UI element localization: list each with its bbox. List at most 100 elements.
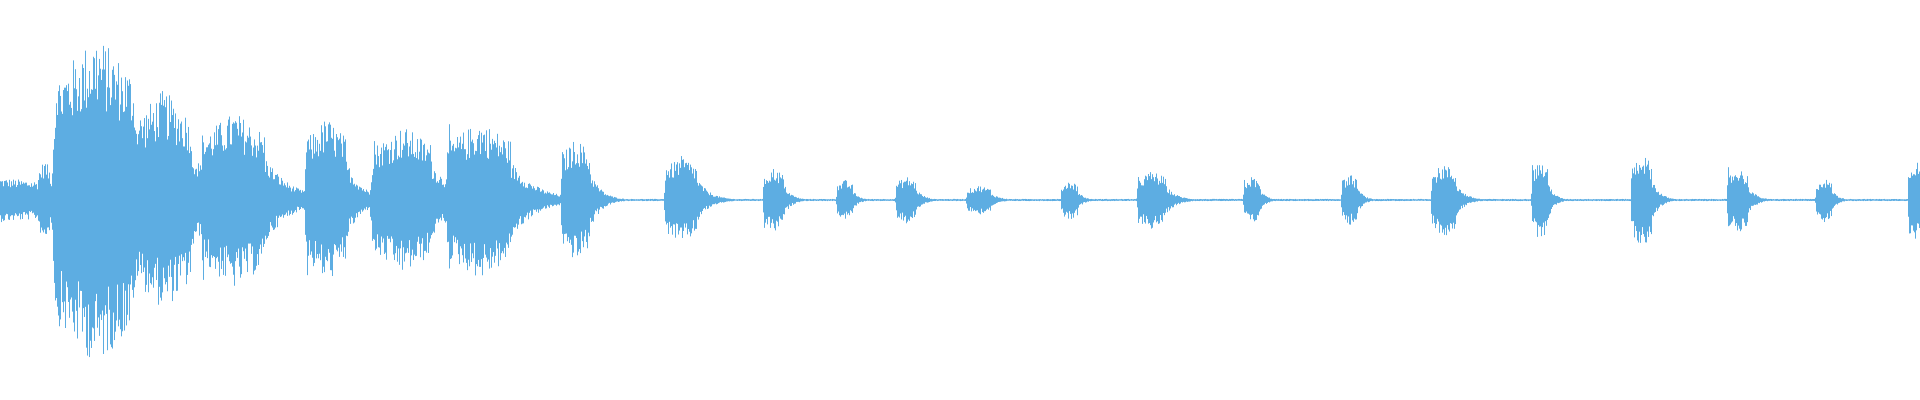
waveform-sample xyxy=(347,170,348,237)
waveform-sample xyxy=(731,199,732,202)
waveform-sample xyxy=(587,165,588,249)
waveform-sample xyxy=(1524,199,1525,201)
waveform-sample xyxy=(946,199,947,201)
waveform-sample xyxy=(1738,180,1739,226)
waveform-sample xyxy=(1562,198,1563,202)
waveform-sample xyxy=(1563,198,1564,202)
waveform-sample xyxy=(1692,198,1693,201)
waveform-sample xyxy=(1063,189,1064,213)
waveform-sample xyxy=(382,165,383,243)
waveform-sample xyxy=(422,160,423,239)
waveform-sample xyxy=(712,194,713,205)
waveform-sample xyxy=(1213,198,1214,201)
waveform-sample xyxy=(1238,198,1239,201)
waveform-sample xyxy=(441,178,442,221)
waveform-sample xyxy=(765,184,766,223)
waveform-sample xyxy=(207,147,208,259)
waveform-sample xyxy=(1003,198,1004,202)
waveform-sample xyxy=(1646,166,1647,243)
waveform-sample xyxy=(1093,199,1094,201)
waveform-sample xyxy=(771,172,772,223)
waveform-sample xyxy=(1372,199,1373,202)
waveform-sample xyxy=(1604,199,1605,201)
waveform-sample xyxy=(1543,177,1544,223)
waveform-sample xyxy=(459,142,460,265)
waveform-sample xyxy=(1261,194,1262,209)
waveform-sample xyxy=(1043,199,1044,202)
waveform-sample xyxy=(528,183,529,220)
waveform-sample xyxy=(1316,198,1317,201)
waveform-sample xyxy=(1260,189,1261,210)
waveform-sample xyxy=(734,199,735,201)
waveform-sample xyxy=(386,144,387,260)
waveform-sample xyxy=(727,198,728,202)
waveform-sample xyxy=(428,152,429,253)
waveform-sample xyxy=(427,149,428,233)
waveform-sample xyxy=(1612,199,1613,201)
waveform-sample xyxy=(321,125,322,245)
waveform-sample xyxy=(1376,198,1377,201)
waveform-sample xyxy=(782,174,783,220)
waveform-sample xyxy=(611,196,612,203)
waveform-sample xyxy=(1660,194,1661,205)
waveform-sample xyxy=(1478,198,1479,201)
waveform-sample xyxy=(745,198,746,201)
waveform-sample xyxy=(435,173,436,224)
waveform-sample xyxy=(393,160,394,255)
waveform-sample xyxy=(1641,169,1642,235)
waveform-sample xyxy=(38,180,39,221)
waveform-sample xyxy=(1781,199,1782,202)
waveform-sample xyxy=(1875,199,1876,201)
waveform-sample xyxy=(235,121,236,262)
waveform-sample xyxy=(1303,199,1304,201)
waveform-sample xyxy=(883,198,884,201)
waveform-sample xyxy=(1531,193,1532,206)
waveform-sample xyxy=(772,177,773,220)
waveform-sample xyxy=(261,142,262,254)
waveform-sample xyxy=(1467,195,1468,203)
waveform-sample xyxy=(311,149,312,252)
waveform-sample xyxy=(1178,195,1179,203)
waveform-sample xyxy=(35,184,36,218)
waveform-sample xyxy=(1501,199,1502,201)
waveform-sample xyxy=(167,139,168,292)
waveform-sample xyxy=(710,192,711,207)
waveform-sample xyxy=(624,199,625,202)
waveform-sample xyxy=(1841,198,1842,203)
waveform-sample xyxy=(999,197,1000,202)
waveform-sample xyxy=(941,199,942,201)
waveform-sample xyxy=(1414,199,1415,201)
waveform-sample xyxy=(136,133,137,260)
waveform-sample xyxy=(495,143,496,256)
waveform-sample xyxy=(866,199,867,201)
waveform-sample xyxy=(1291,199,1292,201)
waveform-sample xyxy=(674,162,675,225)
waveform-sample xyxy=(463,132,464,263)
waveform-sample xyxy=(7,182,8,215)
waveform-sample xyxy=(843,181,844,216)
waveform-sample xyxy=(394,149,395,261)
waveform-sample xyxy=(50,183,51,218)
waveform-sample xyxy=(1673,198,1674,201)
waveform-sample xyxy=(1142,185,1143,224)
waveform-sample xyxy=(824,199,825,201)
waveform-sample xyxy=(1224,198,1225,201)
waveform-sample xyxy=(755,199,756,202)
waveform-sample xyxy=(316,151,317,259)
waveform-sample xyxy=(692,173,693,229)
waveform-sample xyxy=(449,124,450,269)
waveform-sample xyxy=(409,146,410,241)
waveform-sample xyxy=(600,190,601,207)
waveform-sample xyxy=(1161,175,1162,221)
waveform-sample xyxy=(1397,199,1398,201)
waveform-sample xyxy=(573,141,574,253)
waveform-sample xyxy=(724,197,725,203)
waveform-sample xyxy=(1507,199,1508,201)
waveform-sample xyxy=(83,67,84,309)
waveform-sample xyxy=(1816,189,1817,212)
waveform-sample xyxy=(1749,192,1750,209)
waveform-sample xyxy=(1744,184,1745,223)
waveform-sample xyxy=(1060,199,1061,201)
waveform-sample xyxy=(401,157,402,241)
